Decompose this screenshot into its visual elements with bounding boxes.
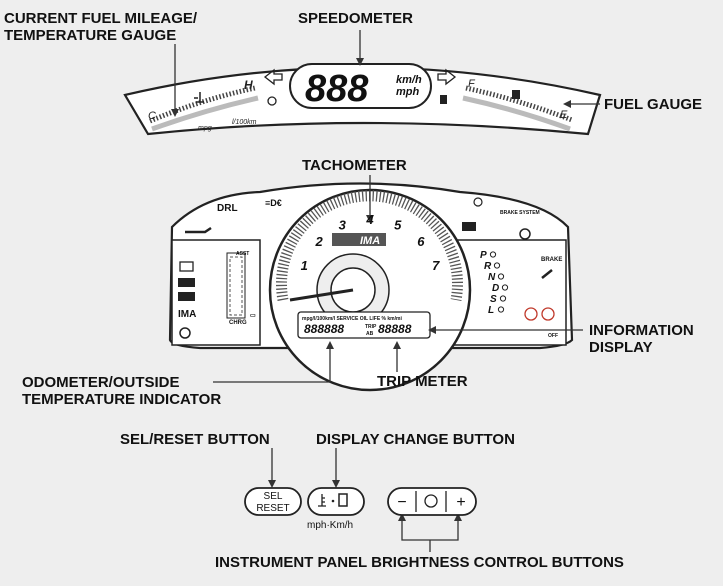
gear-letter-P: P (480, 250, 487, 261)
label-fuel-mileage-2: TEMPERATURE GAUGE (4, 27, 177, 44)
label-tachometer: TACHOMETER (302, 157, 407, 174)
mileage-unit-mpg: mpg (198, 125, 212, 132)
vsa-off-label: OFF (548, 333, 558, 339)
fuel-door-icon (440, 95, 447, 104)
ima-warning-label: IMA (178, 309, 196, 320)
info-display-odometer: 888888 (304, 322, 344, 336)
gear-lamp-N (497, 273, 505, 280)
label-fuel-gauge: FUEL GAUGE (604, 96, 703, 113)
temperature-icon (318, 494, 326, 507)
gear-lamp-P (489, 251, 497, 258)
info-display-trip-label: TRIP (365, 324, 377, 330)
label-odometer-2: TEMPERATURE INDICATOR (22, 391, 222, 408)
gear-lamp-L (497, 306, 505, 313)
brake-system-label: BRAKE SYSTEM (500, 210, 540, 216)
drl-label: DRL (217, 203, 238, 214)
indicator-lamp (267, 96, 277, 106)
ima-emblem-label: IMA (360, 235, 380, 247)
fuel-empty-label: E (560, 109, 568, 121)
asst-label: ASST (236, 251, 249, 257)
fuel-pump-icon-button (338, 493, 348, 507)
gear-letter-L: L (488, 305, 494, 316)
sel-reset-button-label-2: RESET (256, 503, 289, 514)
label-sel-reset-button: SEL/RESET BUTTON (120, 431, 270, 448)
info-display-trip-ab: AB (366, 331, 374, 337)
label-trip-meter: TRIP METER (377, 373, 468, 390)
label-brightness-buttons: INSTRUMENT PANEL BRIGHTNESS CONTROL BUTT… (215, 554, 624, 571)
check-engine-icon (179, 327, 191, 339)
tach-number-5: 5 (394, 218, 402, 233)
brightness-plus-button[interactable]: + (456, 494, 465, 511)
gear-letter-R: R (484, 261, 492, 272)
security-indicator-icon (473, 197, 483, 207)
ima-assist-charge-gauge: ASST CHRG IMA (178, 226, 249, 339)
display-change-button[interactable] (307, 487, 365, 516)
warning-indicator-icon-2 (541, 307, 555, 321)
brightness-minus-button[interactable]: − (397, 494, 406, 511)
immobilizer-icon: ▭ (250, 313, 256, 319)
gear-letter-D: D (492, 283, 499, 294)
right-turn-signal-icon (437, 68, 457, 86)
sel-reset-button-label-1: SEL (264, 491, 283, 502)
temp-hot-label: H (244, 78, 253, 92)
mileage-unit-l100km: l/100km (232, 119, 257, 126)
temp-cold-label: C (148, 110, 156, 122)
brightness-icon (424, 494, 438, 508)
gear-letter-N: N (488, 272, 496, 283)
gear-position-indicator: BRAKE OFF ▭ (250, 222, 562, 339)
upper-meter-cluster: 888 km/h mph C H mpg l/100km F E (123, 63, 602, 136)
coolant-temp-icon (194, 92, 204, 103)
sel-reset-button[interactable]: SEL RESET (244, 487, 302, 516)
leader-lines (171, 30, 600, 552)
seatbelt-reminder-icon (462, 222, 476, 231)
brake-warning-icon (519, 228, 531, 240)
speed-digits: 888 (305, 68, 369, 110)
brightness-control-buttons: − + (387, 487, 477, 516)
speed-unit-kmh: km/h (396, 74, 422, 86)
label-speedometer: SPEEDOMETER (298, 10, 414, 27)
tachometer-needle (289, 288, 354, 302)
fuel-full-label: F (468, 78, 476, 90)
speed-unit-mph: mph (396, 86, 420, 98)
label-display-change-button: DISPLAY CHANGE BUTTON (316, 431, 515, 448)
label-fuel-mileage-1: CURRENT FUEL MILEAGE/ (4, 10, 198, 27)
gear-lamp-D (501, 284, 509, 291)
tach-number-2: 2 (314, 234, 323, 249)
label-odometer-1: ODOMETER/OUTSIDE (22, 374, 180, 391)
smart-key-icon (178, 278, 195, 287)
fuel-mileage-temperature-gauge: C H mpg l/100km (148, 78, 259, 132)
tach-number-7: 7 (432, 258, 440, 273)
ima-emblem (332, 233, 386, 246)
information-display: mpg/l/100km/l SERVICE OIL LIFE % km/mi 8… (297, 311, 431, 339)
lower-meter-cluster: DRL ≡D€ BRAKE SYSTEM IMA ASST CHRG IMA (168, 182, 574, 392)
fuel-pump-icon (512, 90, 520, 99)
left-turn-signal-icon (263, 68, 283, 86)
info-display-trip: 88888 (378, 322, 412, 336)
headlight-indicator-icon: ≡D€ (265, 198, 282, 208)
tach-number-3: 3 (339, 218, 347, 233)
tach-number-4: 4 (365, 212, 374, 227)
brake-label: BRAKE (541, 257, 562, 263)
cruise-control-icon (178, 292, 195, 301)
oil-pressure-icon (185, 226, 212, 234)
gear-lamp-R (493, 262, 501, 269)
gear-lamp-S (499, 295, 507, 302)
battery-icon (179, 261, 194, 272)
label-information-2: DISPLAY (589, 339, 653, 356)
chrg-label: CHRG (229, 320, 247, 326)
warning-indicator-icon-1 (524, 307, 538, 321)
tach-number-1: 1 (301, 258, 308, 273)
display-change-button-caption: mph·Km/h (307, 520, 353, 531)
maintenance-wrench-icon (541, 269, 553, 279)
fuel-gauge: F E (462, 78, 573, 132)
info-display-top-text: mpg/l/100km/l SERVICE OIL LIFE % km/mi (302, 316, 402, 322)
label-information-1: INFORMATION (589, 322, 694, 339)
tach-number-6: 6 (417, 234, 425, 249)
gear-letter-S: S (490, 294, 497, 305)
